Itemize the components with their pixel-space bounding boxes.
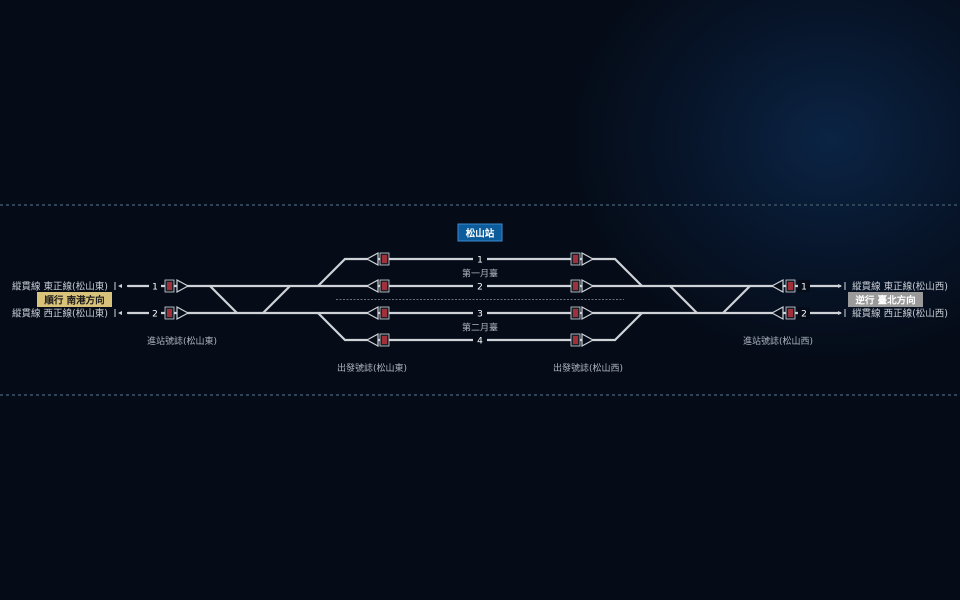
track-number-2: 2 — [477, 283, 483, 293]
west-home-signal-label: 進站號誌(松山東) — [147, 335, 217, 347]
west-num-backing-1 — [149, 280, 161, 292]
west-east-line-label: 縱貫線 東正線(松山東) — [12, 281, 108, 293]
starting-signal-right-1[interactable] — [570, 251, 595, 267]
signal-triangle-icon — [176, 305, 190, 321]
platform-1-label: 第一月臺 — [462, 268, 498, 280]
signal-lamp-red — [167, 282, 172, 290]
west-crossover-a — [208, 284, 239, 315]
east-track-number-1: 1 — [801, 283, 807, 293]
starting-signal-left-2[interactable] — [365, 278, 390, 294]
east-crossover-b — [721, 284, 752, 315]
signal-lamp-red — [573, 282, 578, 290]
signal-triangle-icon — [581, 251, 595, 267]
direction-reverse-text: 逆行 臺北方向 — [855, 295, 915, 307]
starting-signal-right-3[interactable] — [570, 305, 595, 321]
signal-triangle-icon — [365, 278, 379, 294]
signal-triangle-icon — [770, 278, 784, 294]
arrow-right-icon — [838, 282, 846, 290]
track-number-labels: 1 2 3 4 — [473, 253, 487, 347]
direction-forward-text: 順行 南港方向 — [43, 295, 104, 307]
west-crossover-b — [261, 284, 292, 315]
arrow-left-icon — [114, 309, 122, 317]
west-home-signal-2[interactable] — [164, 305, 190, 321]
track-number-1: 1 — [477, 256, 483, 266]
east-west-line-label: 縱貫線 西正線(松山西) — [852, 308, 948, 320]
signal-triangle-icon — [581, 332, 595, 348]
signal-triangle-icon — [770, 305, 784, 321]
starting-signal-left-4[interactable] — [365, 332, 390, 348]
east-num-backing-1 — [798, 280, 810, 292]
east-home-signal-1[interactable] — [770, 278, 796, 294]
signal-triangle-icon — [176, 278, 190, 294]
west-track-number-1: 1 — [152, 283, 158, 293]
signal-lamp-red — [167, 309, 172, 317]
station-name: 松山站 — [466, 228, 495, 240]
platform-2-label: 第二月臺 — [462, 322, 498, 334]
west-home-signal-1[interactable] — [164, 278, 190, 294]
signal-triangle-icon — [365, 305, 379, 321]
signal-triangle-icon — [581, 305, 595, 321]
starting-signal-right-4[interactable] — [570, 332, 595, 348]
platform-1-backing — [454, 266, 506, 279]
direction-badge-reverse: 逆行 臺北方向 — [848, 292, 923, 307]
platform-2-backing — [454, 320, 506, 333]
starting-signal-right-2[interactable] — [570, 278, 595, 294]
station-badge: 松山站 — [457, 223, 503, 242]
east-home-signal-label: 進站號誌(松山西) — [743, 335, 813, 347]
arrow-right-icon — [838, 309, 846, 317]
east-track-number-2: 2 — [801, 310, 807, 320]
east-home-signal-2[interactable] — [770, 305, 796, 321]
track-number-3: 3 — [477, 310, 483, 320]
west-track-number-2: 2 — [152, 310, 158, 320]
signal-lamp-red — [788, 282, 793, 290]
signal-lamp-red — [573, 309, 578, 317]
signal-triangle-icon — [365, 332, 379, 348]
west-west-line-label: 縱貫線 西正線(松山東) — [12, 308, 108, 320]
signal-lamp-red — [382, 309, 387, 317]
signal-lamp-red — [573, 336, 578, 344]
east-east-line-label: 縱貫線 東正線(松山西) — [852, 281, 948, 293]
signal-triangle-icon — [581, 278, 595, 294]
east-num-backing-2 — [798, 307, 810, 319]
signal-triangle-icon — [365, 251, 379, 267]
starting-signal-left-label: 出發號誌(松山東) — [337, 362, 407, 374]
east-crossover-a — [668, 284, 699, 315]
west-num-backing-2 — [149, 307, 161, 319]
signal-lamp-red — [382, 336, 387, 344]
signal-lamp-red — [382, 255, 387, 263]
direction-badge-forward: 順行 南港方向 — [37, 292, 112, 307]
starting-signal-left-3[interactable] — [365, 305, 390, 321]
starting-signal-left-1[interactable] — [365, 251, 390, 267]
signal-lamp-red — [382, 282, 387, 290]
signal-lamp-red — [788, 309, 793, 317]
track-number-4: 4 — [477, 337, 483, 347]
signal-lamp-red — [573, 255, 578, 263]
starting-signal-right-label: 出發號誌(松山西) — [553, 362, 623, 374]
arrow-left-icon — [114, 282, 122, 290]
